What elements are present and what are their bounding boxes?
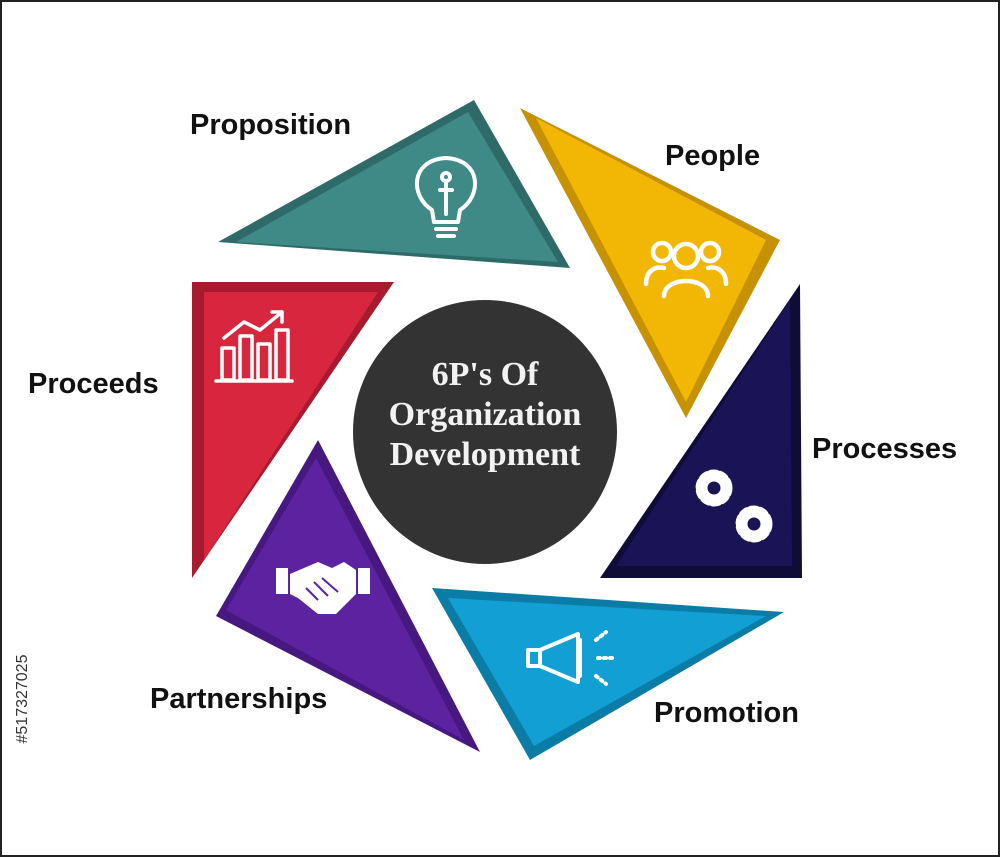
center-title-line-1: 6P's Of xyxy=(431,356,539,393)
segment-processes xyxy=(600,284,802,578)
segment-proceeds xyxy=(192,282,394,578)
label-promotion: Promotion xyxy=(654,697,799,729)
label-processes: Processes xyxy=(812,433,958,465)
megaphone-icon xyxy=(526,630,614,686)
segment-proposition xyxy=(218,100,570,268)
stock-id-stamp: #517327025 xyxy=(14,654,31,744)
people-group-icon xyxy=(643,240,729,299)
label-people: People xyxy=(665,140,761,172)
handshake-icon xyxy=(276,562,370,614)
bar-chart-growth-icon xyxy=(214,310,294,383)
label-partnerships: Partnerships xyxy=(150,683,328,715)
center-title: 6P's Of Organization Development xyxy=(352,355,618,474)
center-title-line-3: Development xyxy=(389,435,581,473)
lightbulb-icon xyxy=(415,156,477,238)
label-proposition: Proposition xyxy=(190,109,352,141)
center-title-line-2: Organization xyxy=(388,395,582,433)
center-circle xyxy=(353,300,617,564)
segment-partnerships xyxy=(216,440,480,752)
segment-promotion xyxy=(432,588,784,760)
gears-icon xyxy=(695,469,773,543)
label-proceeds: Proceeds xyxy=(28,368,159,400)
segment-people xyxy=(520,108,780,418)
